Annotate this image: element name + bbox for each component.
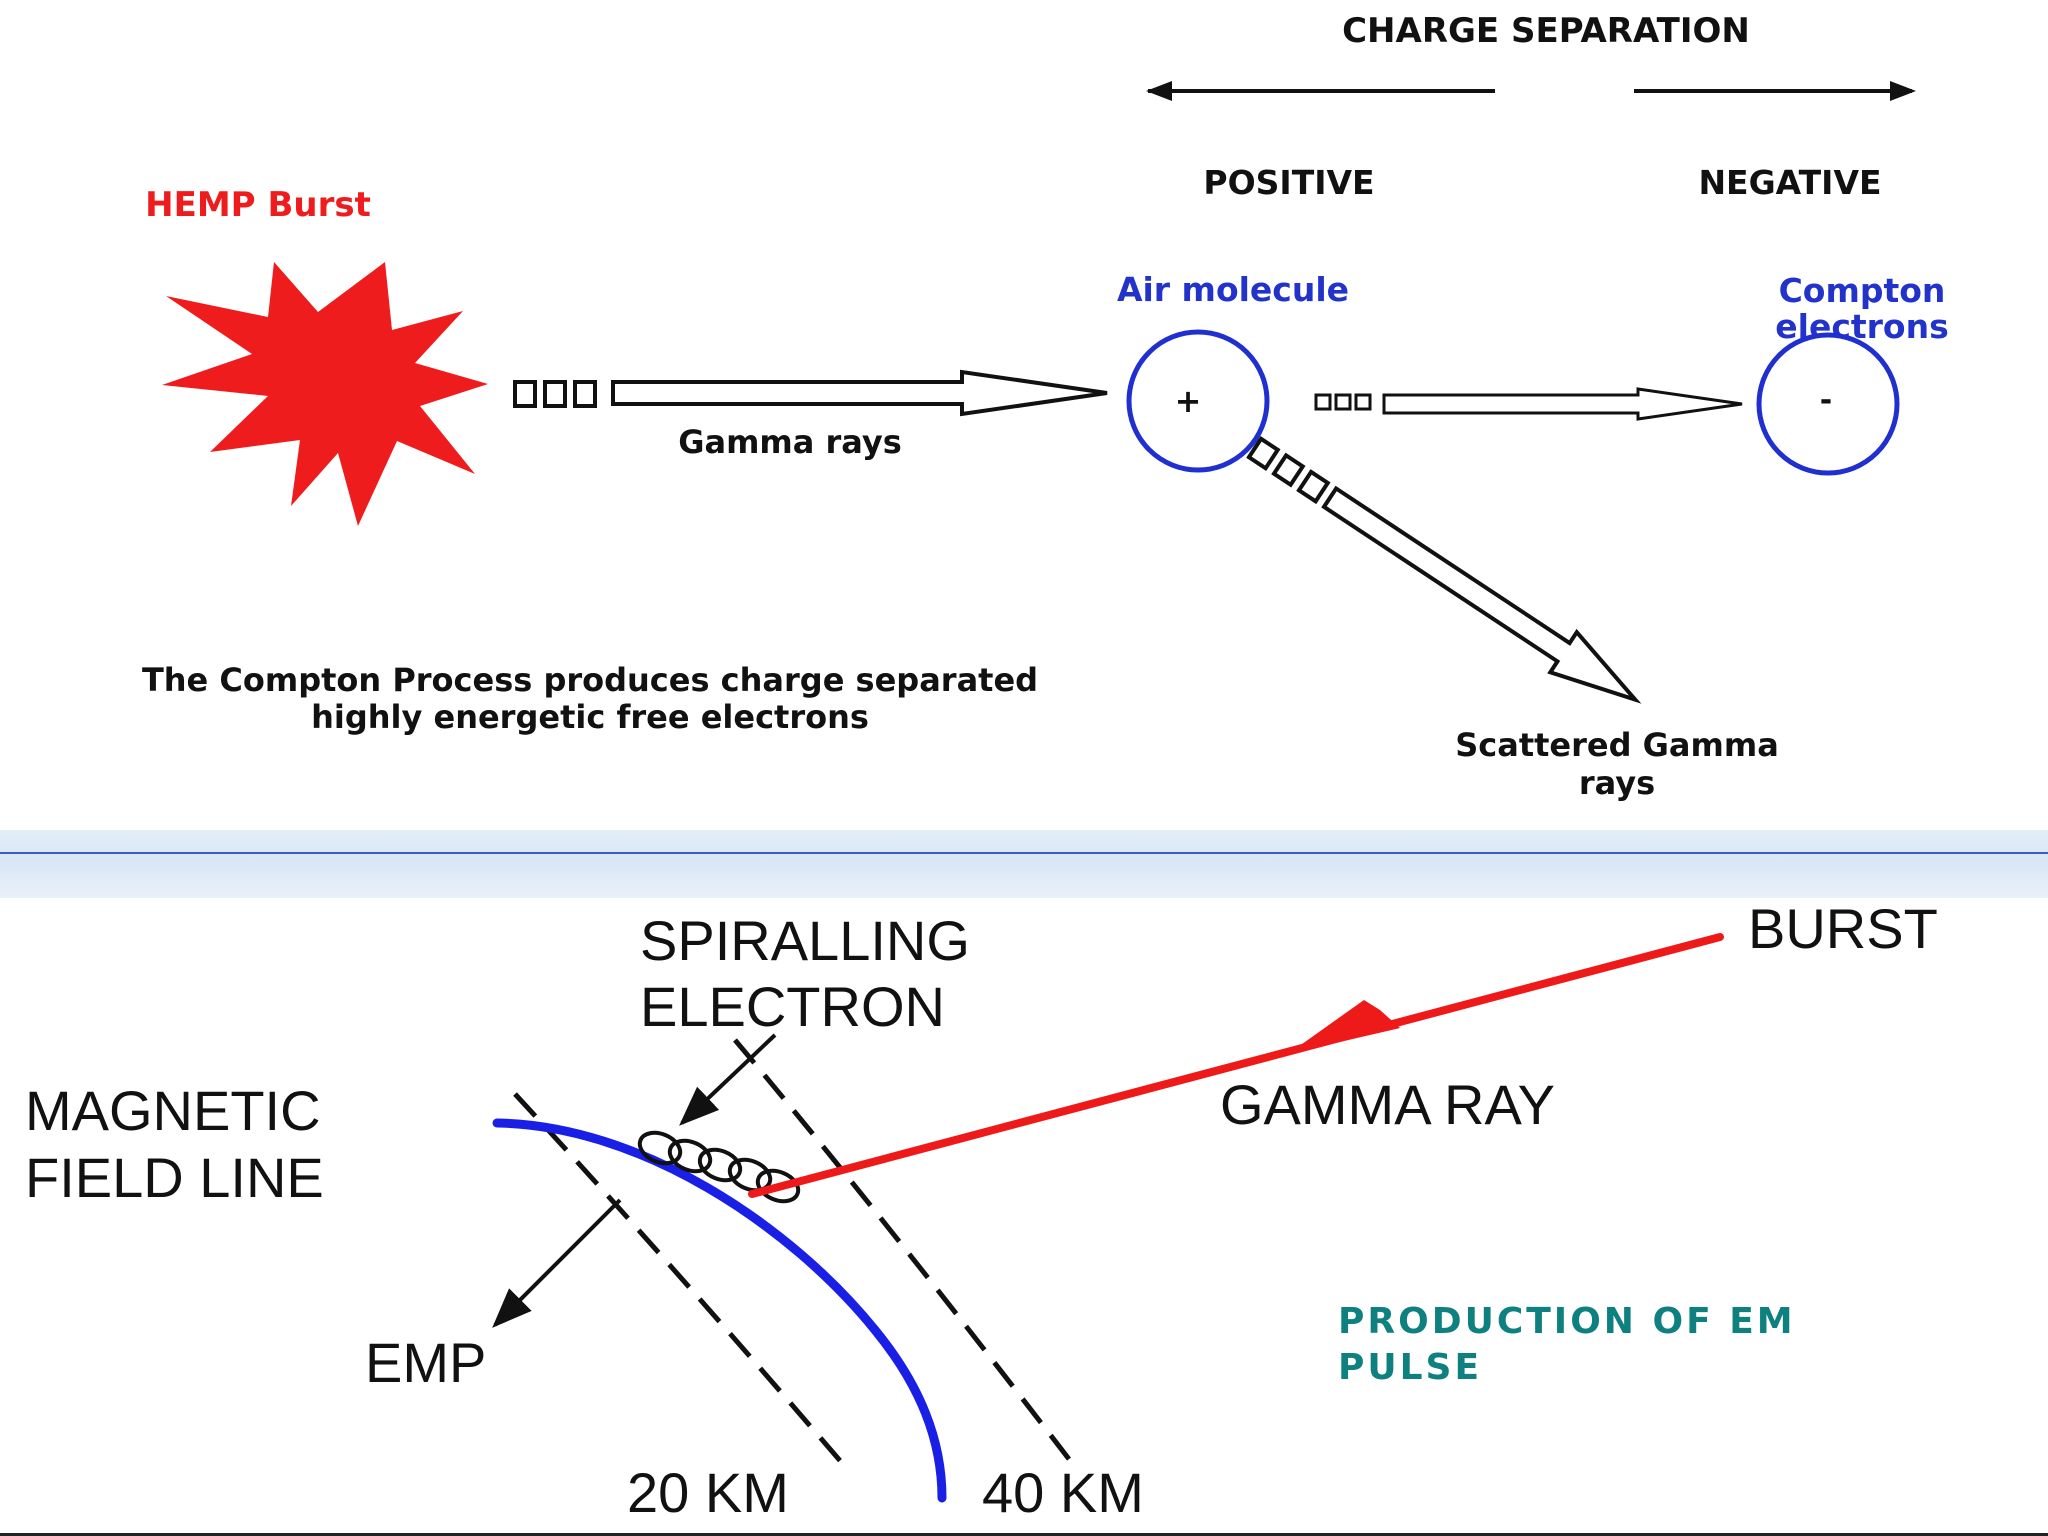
electron-packet-3: [1354, 393, 1372, 411]
positive-arrowhead: [1146, 81, 1172, 101]
altitude-20km-dashed-line: [513, 1092, 844, 1465]
altitude-20km-label: 20 KM: [627, 1461, 789, 1524]
altitude-40km-label: 40 KM: [982, 1461, 1144, 1524]
magnetic-field-line: [492, 1118, 947, 1503]
production-label-line2: PULSE: [1338, 1347, 1482, 1388]
magnetic-label-line2: FIELD LINE: [25, 1146, 324, 1209]
spiralling-label-line1: SPIRALLING: [640, 909, 970, 972]
negative-arrowhead: [1890, 81, 1916, 101]
spiral-electron-coils: [637, 1130, 801, 1204]
gamma-rays-label: Gamma rays: [678, 423, 902, 461]
scatter-arrow-body: [1321, 485, 1642, 704]
compton-electron-arrow: [1382, 387, 1743, 421]
spiralling-label-line2: ELECTRON: [640, 975, 945, 1038]
scatter-packet-1: [1246, 436, 1281, 471]
positive-label: POSITIVE: [1203, 163, 1374, 202]
coil-5: [755, 1168, 801, 1204]
panel-divider-line: [0, 852, 2048, 854]
emp-label: EMP: [365, 1331, 486, 1394]
burst-label: BURST: [1748, 897, 1938, 960]
coil-2: [667, 1138, 713, 1174]
bottom-border-line: [0, 1533, 2048, 1536]
negative-label: NEGATIVE: [1698, 163, 1881, 202]
air-molecule-label: Air molecule: [1117, 270, 1349, 309]
em-pulse-panel: [0, 898, 2048, 1534]
gamma-packet-3: [573, 380, 597, 408]
gamma-ray-label: GAMMA RAY: [1220, 1073, 1555, 1136]
negative-charge-sign: -: [1820, 383, 1832, 418]
compton-process-diagram: CHARGE SEPARATION POSITIVE NEGATIVE HEMP…: [142, 11, 1949, 802]
spiralling-electron-pointer: [679, 1033, 777, 1126]
electron-packet-2: [1334, 393, 1352, 411]
positive-charge-sign: +: [1175, 382, 1202, 420]
gamma-packet-2: [543, 380, 567, 408]
charge-separation-label: CHARGE SEPARATION: [1342, 11, 1750, 51]
air-molecule-circle: [1126, 329, 1270, 473]
panel-divider-band: [0, 830, 2048, 898]
gamma-packet-1: [513, 380, 537, 408]
coil-3: [697, 1147, 743, 1183]
coil-1: [637, 1130, 683, 1166]
scatter-packet-2: [1271, 452, 1306, 488]
altitude-40km-dashed-line: [733, 1038, 1074, 1465]
electron-packet-1: [1314, 393, 1332, 411]
coil-4: [727, 1157, 773, 1193]
gamma-ray-arrowhead: [1288, 1000, 1400, 1054]
emp-direction-arrow: [492, 1198, 622, 1328]
compton-label-line1: Compton: [1779, 271, 1946, 310]
gamma-ray-line: [748, 933, 1724, 1198]
scattered-label-line1: Scattered Gamma: [1455, 726, 1779, 764]
production-label-line1: PRODUCTION OF EM: [1338, 1301, 1796, 1342]
compton-electron-circle: [1756, 332, 1900, 476]
scattered-label-line2: rays: [1579, 764, 1655, 802]
burst-star-icon: [162, 262, 488, 526]
magnetic-label-line1: MAGNETIC: [25, 1079, 321, 1142]
gamma-ray-arrow: [611, 369, 1108, 417]
scatter-packet-3: [1296, 469, 1331, 505]
hemp-burst-label: HEMP Burst: [145, 185, 371, 225]
em-pulse-diagram: SPIRALLING ELECTRON BURST MAGNETIC FIELD…: [25, 897, 1938, 1524]
caption-line1: The Compton Process produces charge sepa…: [142, 661, 1038, 699]
scattered-gamma-arrow: [1246, 436, 1642, 704]
caption-line2: highly energetic free electrons: [311, 698, 869, 736]
